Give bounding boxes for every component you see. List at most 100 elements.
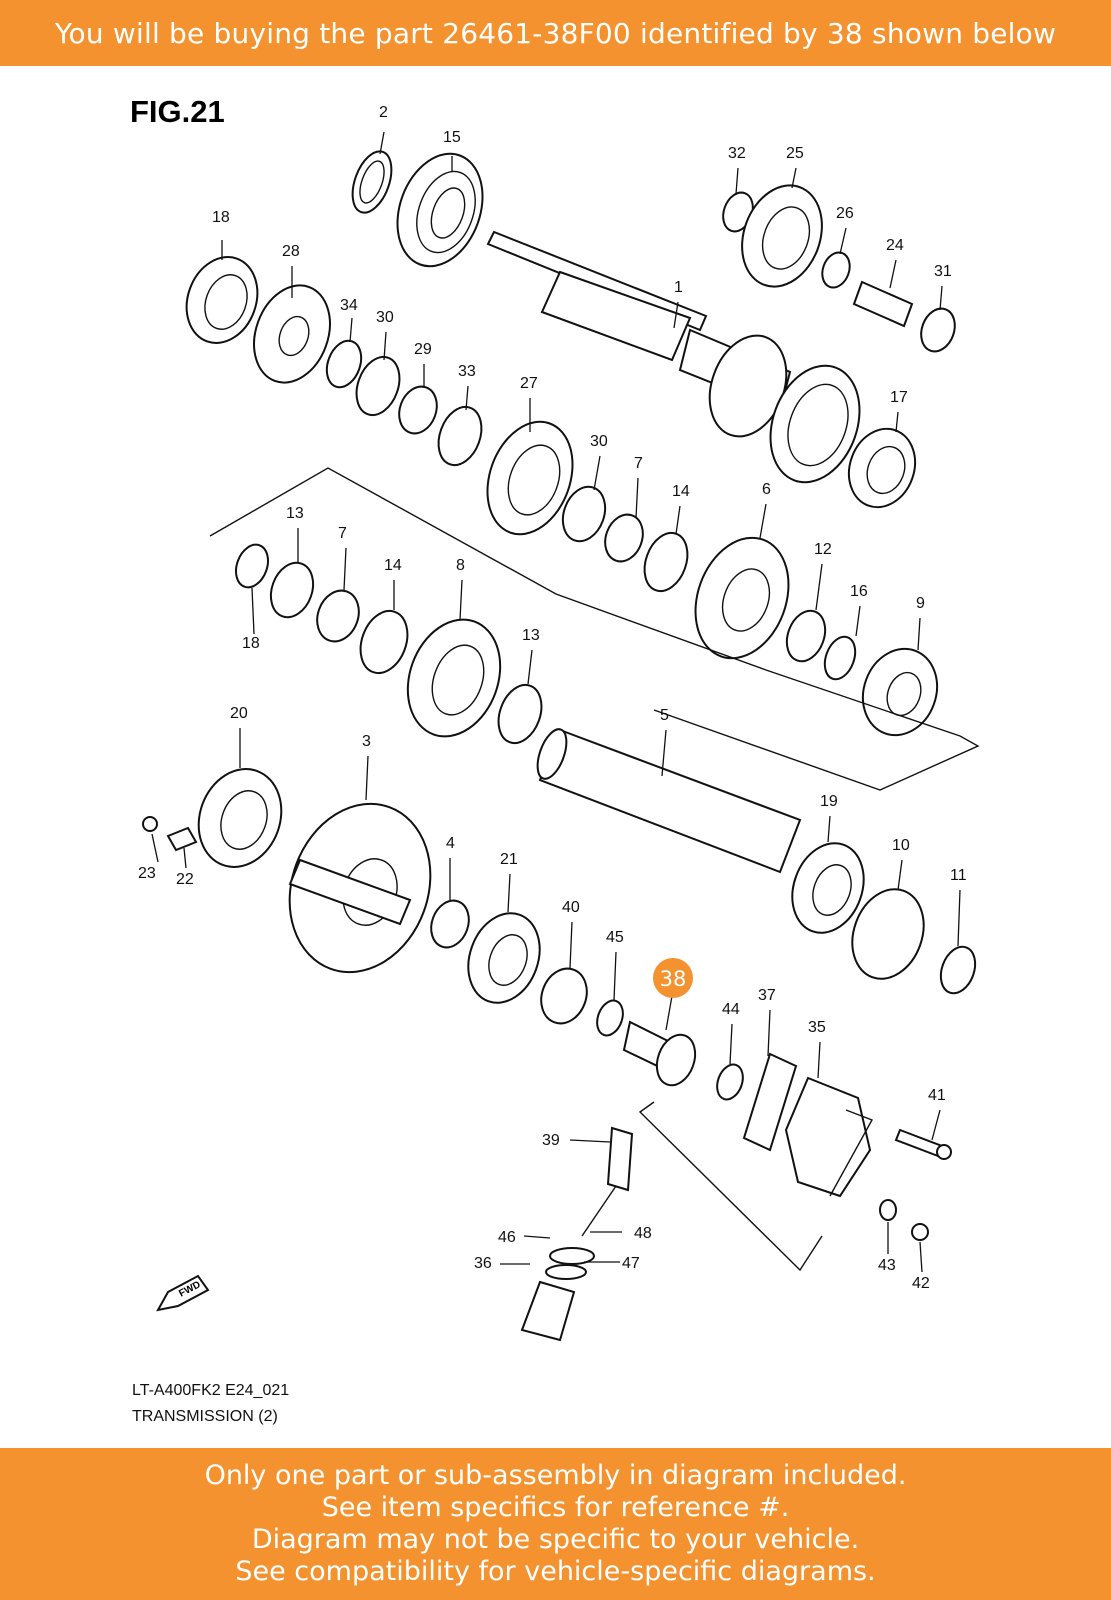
part-42-bolt (911, 1223, 929, 1241)
parts-diagram: FIG.21 (0, 66, 1111, 1448)
part-22-washer (166, 826, 198, 852)
bottom-banner-line-4: See compatibility for vehicle-specific d… (235, 1556, 876, 1587)
label-4: 4 (446, 835, 455, 852)
lower-left-group (142, 768, 624, 1037)
label-10: 10 (892, 837, 910, 854)
label-46: 46 (498, 1229, 516, 1246)
label-39: 39 (542, 1132, 560, 1149)
label-9: 9 (916, 595, 925, 612)
part-23-bolt (142, 816, 158, 832)
part-10-gear (851, 888, 925, 980)
label-2: 2 (379, 104, 388, 121)
label-24: 24 (886, 237, 904, 254)
part-35-housing (784, 1076, 872, 1198)
part-13b-washer (497, 683, 543, 745)
label-18b: 18 (242, 635, 260, 652)
part-20-bearing (197, 768, 283, 868)
label-15: 15 (443, 129, 461, 146)
label-25: 25 (786, 145, 804, 162)
label-18a: 18 (212, 209, 230, 226)
label-42: 42 (912, 1275, 930, 1292)
label-47: 47 (622, 1255, 640, 1272)
label-13b: 13 (522, 627, 540, 644)
counter-shaft-group (536, 728, 977, 995)
label-30b: 30 (590, 433, 608, 450)
part-8-gear (406, 618, 502, 738)
label-33: 33 (458, 363, 476, 380)
label-28: 28 (282, 243, 300, 260)
part-15-bearing (396, 152, 484, 268)
label-14b: 14 (384, 557, 402, 574)
label-44: 44 (722, 1001, 740, 1018)
label-31: 31 (934, 263, 952, 280)
label-8: 8 (456, 557, 465, 574)
part-5-shaft (538, 728, 802, 874)
fwd-arrow-icon: FWD (156, 1274, 210, 1312)
highlight-badge-38: 38 (653, 958, 693, 998)
part-30-washer (355, 355, 401, 417)
part-36-bushing (520, 1280, 576, 1342)
part-31-washer (920, 307, 956, 353)
part-12-washer (785, 609, 827, 663)
label-35: 35 (808, 1019, 826, 1036)
main-shaft-group (351, 150, 956, 509)
label-17: 17 (890, 389, 908, 406)
part-14b-bearing (359, 610, 409, 674)
label-14a: 14 (672, 483, 690, 500)
part-28-plate (253, 284, 331, 384)
label-34: 34 (340, 297, 358, 314)
part-21-bearing (467, 912, 541, 1004)
label-19: 19 (820, 793, 838, 810)
part-13a-washer (269, 561, 315, 619)
middle-row-group (235, 543, 543, 745)
highlight-label: 38 (660, 967, 687, 991)
label-5: 5 (660, 707, 669, 724)
label-48: 48 (634, 1225, 652, 1242)
part-19-bearing (791, 842, 865, 934)
label-45: 45 (606, 929, 624, 946)
label-16: 16 (850, 583, 868, 600)
label-29: 29 (414, 341, 432, 358)
label-7b: 7 (338, 525, 347, 542)
part-37-gasket (742, 1052, 798, 1152)
label-26: 26 (836, 205, 854, 222)
part-33-bearing (437, 405, 483, 467)
label-41: 41 (928, 1087, 946, 1104)
label-21: 21 (500, 851, 518, 868)
part-26-bushing (821, 251, 851, 289)
part-6-gear (694, 536, 790, 660)
bottom-banner-line-1: Only one part or sub-assembly in diagram… (204, 1460, 907, 1491)
part-14a-bearing (643, 531, 689, 593)
part-41-bolt (894, 1128, 944, 1158)
part-44-washer (716, 1063, 744, 1101)
top-banner: You will be buying the part 26461-38F00 … (0, 0, 1111, 66)
label-32: 32 (728, 145, 746, 162)
part-40-bushing (540, 967, 588, 1025)
part-30b-washer (561, 485, 607, 543)
label-12: 12 (814, 541, 832, 558)
label-43: 43 (878, 1257, 896, 1274)
label-22: 22 (176, 871, 194, 888)
top-banner-text: You will be buying the part 26461-38F00 … (54, 16, 1057, 50)
part-39-driven-gear (606, 1126, 634, 1192)
part-29-bushing (398, 385, 438, 435)
part-46-washer (545, 1264, 587, 1280)
label-36: 36 (474, 1255, 492, 1272)
bottom-banner: Only one part or sub-assembly in diagram… (0, 1448, 1111, 1600)
group-bracket (209, 467, 980, 791)
speedo-group (520, 1020, 952, 1342)
label-3: 3 (362, 733, 371, 750)
label-20: 20 (230, 705, 248, 722)
part-24-pin (852, 280, 914, 328)
part-4-bushing (430, 899, 470, 949)
label-7a: 7 (634, 455, 643, 472)
label-6: 6 (762, 481, 771, 498)
label-23: 23 (138, 865, 156, 882)
label-27: 27 (520, 375, 538, 392)
label-40: 40 (562, 899, 580, 916)
part-18b-circlip (235, 543, 269, 589)
upper-row-group (185, 256, 939, 737)
part-9-gear (861, 647, 939, 737)
part-7b-bushing (316, 589, 360, 643)
part-11-circlip (939, 945, 977, 995)
